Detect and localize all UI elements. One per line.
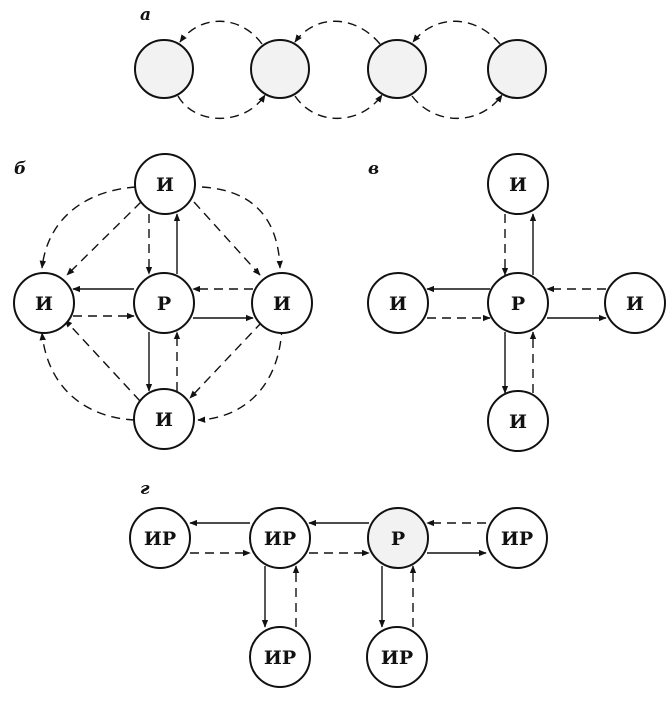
panel-b: И И Р И И <box>13 153 313 450</box>
panel-v-node-left <box>367 272 429 334</box>
panel-g-node-ir-6-label: ИР <box>381 647 413 669</box>
panel-v-node-right-label: И <box>626 293 644 315</box>
panel-v-node-center <box>487 272 549 334</box>
panel-g-node-ir-1-label: ИР <box>144 528 176 550</box>
panel-b-arc-top-left <box>39 186 137 269</box>
panel-b-arc-bottom-right <box>197 325 283 423</box>
panel-b-diag-top-left <box>66 201 142 276</box>
panel-v-label: в <box>368 159 379 179</box>
panel-b-node-top <box>134 153 196 215</box>
panel-b-node-left-label: И <box>35 293 53 315</box>
panel-a-node-1 <box>134 39 194 99</box>
panel-v-node-bottom-label: И <box>509 411 527 433</box>
panel-g-node-ir-2-label: ИР <box>264 528 296 550</box>
panel-g-node-r-label: Р <box>391 528 405 550</box>
panel-a-arc-top-2 <box>294 20 381 45</box>
panel-b-node-center <box>133 272 195 334</box>
panel-b-diag-top-right <box>193 201 261 276</box>
panel-a-node-2 <box>250 39 310 99</box>
panel-a-node-4 <box>487 39 547 99</box>
panel-g-node-ir-1 <box>129 507 191 569</box>
panel-a-arc-top-1 <box>179 20 263 45</box>
panel-b-node-right <box>251 272 313 334</box>
panel-g-node-ir-4-label: ИР <box>501 528 533 550</box>
panel-g: ИР ИР Р ИР ИР ИР <box>129 507 548 688</box>
panel-b-label: б <box>14 159 26 179</box>
panel-g-node-ir-5-label: ИР <box>264 647 296 669</box>
panel-b-node-bottom <box>133 388 195 450</box>
panel-b-arc-top-right <box>201 186 283 269</box>
panel-a-node-3 <box>367 39 427 99</box>
panel-v-node-left-label: И <box>389 293 407 315</box>
panel-b-node-top-label: И <box>156 174 174 196</box>
panel-g-node-r <box>367 507 429 569</box>
panel-b-diag-bottom-right <box>189 321 263 399</box>
panel-v-node-top <box>487 153 549 215</box>
panel-v-node-bottom <box>487 390 549 452</box>
panel-a-arc-bottom-3 <box>411 94 503 119</box>
panel-g-node-ir-6 <box>366 626 428 688</box>
panel-b-node-center-label: Р <box>157 293 171 315</box>
panel-g-label: г <box>140 479 150 499</box>
panel-a-arc-bottom-2 <box>294 94 383 119</box>
panel-g-node-ir-4 <box>486 507 548 569</box>
panel-v-node-right <box>604 272 666 334</box>
panel-g-node-ir-2 <box>249 507 311 569</box>
panel-b-node-left <box>13 272 75 334</box>
panel-v: И И Р И И <box>367 153 666 452</box>
panel-g-node-ir-5 <box>249 626 311 688</box>
panel-v-node-top-label: И <box>509 174 527 196</box>
panel-b-node-right-label: И <box>273 293 291 315</box>
panel-v-node-center-label: Р <box>511 293 525 315</box>
panel-a-arc-top-3 <box>412 20 501 45</box>
panel-a-label: а <box>140 5 151 25</box>
panel-a-arc-bottom-1 <box>177 94 266 120</box>
panel-b-diag-bottom-left <box>64 319 141 402</box>
panel-b-node-bottom-label: И <box>155 409 173 431</box>
panel-a <box>134 20 547 120</box>
panel-b-arc-bottom-left <box>39 332 136 421</box>
